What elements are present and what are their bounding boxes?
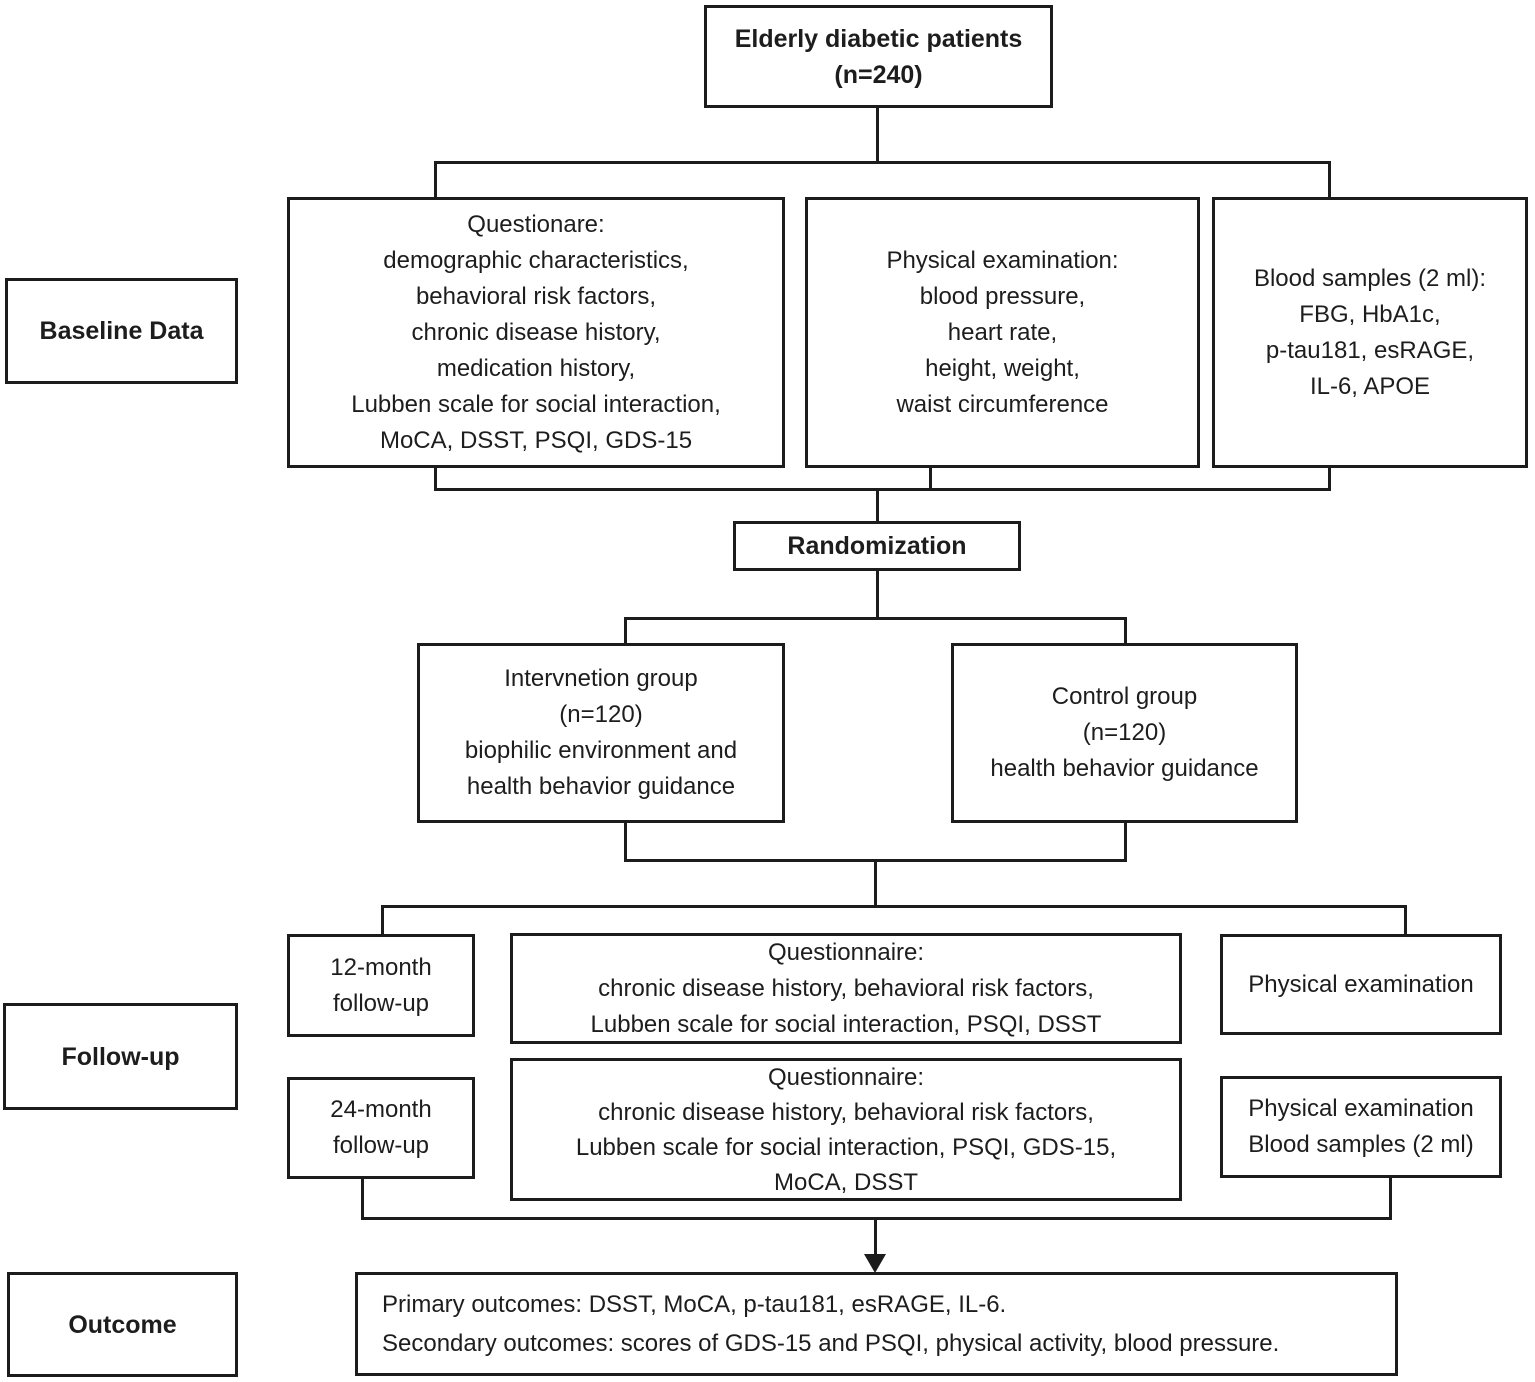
connector-baseline-right-drop: [1328, 161, 1331, 199]
box-12-month-physical-examination: Physical examination: [1220, 934, 1502, 1035]
box-24-month-follow-up: 24-month follow-up: [287, 1077, 475, 1179]
box-24-month-questionnaire: Questionnaire: chronic disease history, …: [510, 1058, 1182, 1201]
connector-intervention-down: [624, 821, 627, 862]
connector-to-followup: [874, 859, 877, 908]
connector-baseline-merge: [434, 488, 1331, 491]
box-elderly-diabetic-patients: Elderly diabetic patients (n=240): [704, 5, 1053, 108]
connector-to-randomization: [876, 488, 879, 523]
label-outcome: Outcome: [7, 1272, 238, 1377]
label-baseline-data: Baseline Data: [5, 278, 238, 384]
connector-followup-right-drop: [1404, 905, 1407, 936]
connector-b2-down: [929, 466, 932, 491]
connector-randomization-stem: [876, 569, 879, 620]
label-follow-up: Follow-up: [3, 1003, 238, 1110]
connector-followup-left-drop: [381, 905, 384, 936]
box-12-month-questionnaire: Questionnaire: chronic disease history, …: [510, 933, 1182, 1044]
connector-outcome-stem: [874, 1217, 877, 1258]
connector-followup-branch: [381, 905, 1407, 908]
connector-exam-down: [1389, 1176, 1392, 1220]
connector-b3-down: [1328, 466, 1331, 491]
box-12-month-follow-up: 12-month follow-up: [287, 934, 475, 1037]
connector-groups-branch: [624, 617, 1127, 620]
connector-baseline-branch: [434, 161, 1331, 164]
connector-control-down: [1124, 821, 1127, 862]
box-outcomes: Primary outcomes: DSST, MoCA, p-tau181, …: [355, 1272, 1398, 1376]
box-intervention-group: Intervnetion group (n=120) biophilic env…: [417, 643, 785, 823]
arrow-down-icon: [864, 1254, 886, 1273]
connector-top-stem: [876, 108, 879, 164]
connector-intervention-drop: [624, 617, 627, 645]
connector-b1-down: [434, 466, 437, 491]
box-baseline-physical-examination: Physical examination: blood pressure, he…: [805, 197, 1200, 468]
box-baseline-questionnaire: Questionare: demographic characteristics…: [287, 197, 785, 468]
box-randomization: Randomization: [733, 521, 1021, 571]
box-control-group: Control group (n=120) health behavior gu…: [951, 643, 1298, 823]
connector-24m-down: [361, 1177, 364, 1220]
connector-control-drop: [1124, 617, 1127, 645]
connector-baseline-left-drop: [434, 161, 437, 199]
box-baseline-blood-samples: Blood samples (2 ml): FBG, HbA1c, p-tau1…: [1212, 197, 1528, 468]
box-24-month-exam-blood: Physical examination Blood samples (2 ml…: [1220, 1076, 1502, 1178]
